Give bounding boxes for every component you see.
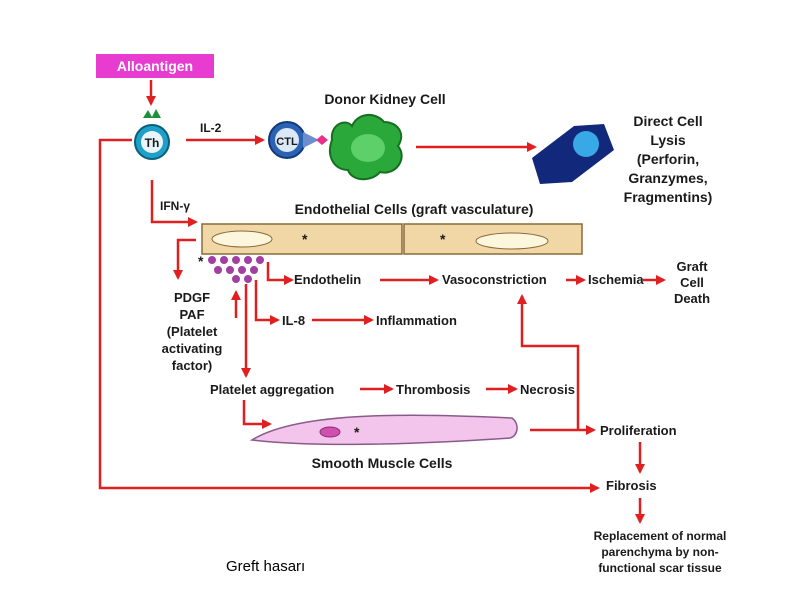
- arrow-ifn: [150, 180, 198, 227]
- endothelial-cells-label: Endothelial Cells (graft vasculature): [295, 201, 534, 217]
- smooth-muscle-cell-icon: [249, 414, 518, 446]
- kidney-cell-icon: [329, 114, 403, 181]
- graft-death-line-3: Death: [674, 291, 710, 306]
- direct-lysis-line-1: Direct Cell: [633, 113, 702, 129]
- replacement-line-2: parenchyma by non-: [601, 545, 718, 559]
- platelet-aggregation-label: Platelet aggregation: [210, 382, 334, 397]
- arrow-proliferation-to-vasoconstriction: [517, 294, 580, 430]
- graft-death-line-1: Graft: [676, 259, 708, 274]
- necrosis-label: Necrosis: [520, 382, 575, 397]
- caption: Greft hasarı: [226, 558, 305, 575]
- ctl-label: CTL: [276, 136, 298, 148]
- arrow-to-smooth-muscle: [242, 400, 272, 429]
- platelets-star: *: [198, 253, 204, 269]
- smooth-muscle-label: Smooth Muscle Cells: [312, 455, 453, 471]
- ifn-label: IFN-γ: [160, 199, 190, 213]
- arrow-endothelin: [266, 262, 294, 285]
- pdgf-line-5: factor): [172, 358, 212, 373]
- proliferation-label: Proliferation: [600, 423, 677, 438]
- th-label: Th: [145, 136, 160, 150]
- endothelin-label: Endothelin: [294, 272, 361, 287]
- direct-lysis-line-3: (Perforin,: [637, 151, 699, 167]
- inflammation-label: Inflammation: [376, 313, 457, 328]
- arrow-il8: [254, 280, 280, 325]
- alloantigen-box: [96, 54, 214, 78]
- fibrosis-label: Fibrosis: [606, 478, 657, 493]
- ctl-cell-icon: [268, 121, 328, 159]
- vasoconstriction-label: Vasoconstriction: [442, 272, 547, 287]
- thrombosis-label: Thrombosis: [396, 382, 470, 397]
- il2-label: IL-2: [200, 121, 222, 135]
- alloantigen-label: Alloantigen: [117, 58, 193, 74]
- ischemia-label: Ischemia: [588, 272, 644, 287]
- pdgf-line-3: (Platelet: [167, 324, 218, 339]
- replacement-line-3: functional scar tissue: [598, 561, 722, 575]
- graft-death-line-2: Cell: [680, 275, 704, 290]
- smooth-muscle-star: *: [354, 424, 360, 440]
- direct-lysis-line-4: Granzymes,: [628, 170, 707, 186]
- endothelium-icon: [201, 223, 583, 255]
- lysed-cell-icon: [532, 124, 614, 184]
- arrow-to-pdgf: [173, 238, 196, 280]
- th-cell-icon: [134, 109, 170, 160]
- donor-kidney-cell-label: Donor Kidney Cell: [324, 91, 445, 107]
- replacement-line-1: Replacement of normal: [594, 529, 727, 543]
- platelet-cluster-icon: [208, 256, 264, 283]
- pdgf-line-2: PAF: [179, 307, 204, 322]
- il8-label: IL-8: [282, 313, 305, 328]
- arrow-th-to-fibrosis: [98, 138, 600, 493]
- direct-lysis-line-5: Fragmentins): [624, 189, 713, 205]
- pdgf-line-1: PDGF: [174, 290, 210, 305]
- endothelium-star-2: *: [440, 231, 446, 247]
- pdgf-line-4: activating: [162, 341, 223, 356]
- endothelium-star-1: *: [302, 231, 308, 247]
- direct-lysis-line-2: Lysis: [650, 132, 685, 148]
